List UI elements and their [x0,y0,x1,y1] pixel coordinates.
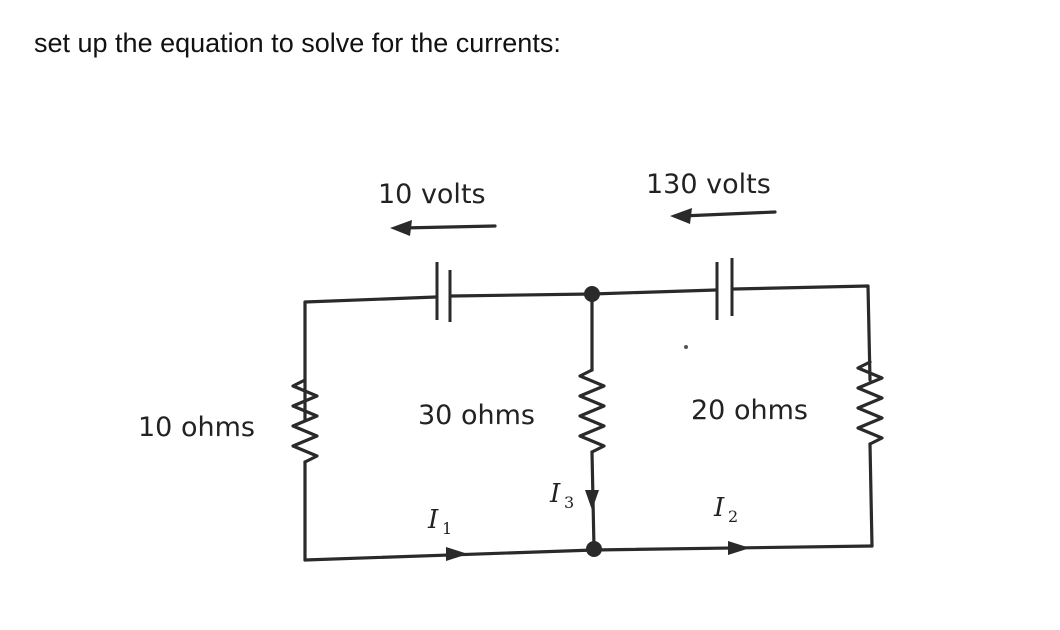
resistor-30-zigzag [578,368,606,454]
arrow-130v-head [670,208,692,224]
current-i2-symbol: I [713,493,725,523]
resistor-30-label: 30 ohms [418,400,535,431]
junction-top [584,286,600,302]
resistor-20-zigzag [856,360,884,446]
top-wire-middle [450,288,718,298]
current-i1-subscript: 1 [442,519,452,538]
current-i3-arrow [585,490,599,510]
arrow-10v-shaft [400,224,497,230]
resistor-10-zigzag [291,378,319,464]
current-i3-symbol: I [549,479,561,509]
question-text: set up the equation to solve for the cur… [34,28,561,58]
source-10v-label: 10 volts [378,179,486,210]
top-wire-left [303,295,438,422]
current-i2-subscript: 2 [728,507,738,526]
source-130v-label: 130 volts [646,169,771,200]
stray-dot [684,345,688,349]
junction-bottom [586,541,602,557]
current-i2-arrow [728,541,750,555]
top-wire-right [732,284,872,382]
current-i3-subscript: 3 [564,493,574,512]
arrow-130v-shaft [680,210,777,218]
arrow-10v-head [390,220,412,236]
current-i1-symbol: I [427,505,439,535]
right-wire-bottom [868,442,874,548]
current-i1-arrow [446,547,468,561]
resistor-20-label: 20 ohms [691,395,808,426]
resistor-10-label: 10 ohms [138,412,255,443]
